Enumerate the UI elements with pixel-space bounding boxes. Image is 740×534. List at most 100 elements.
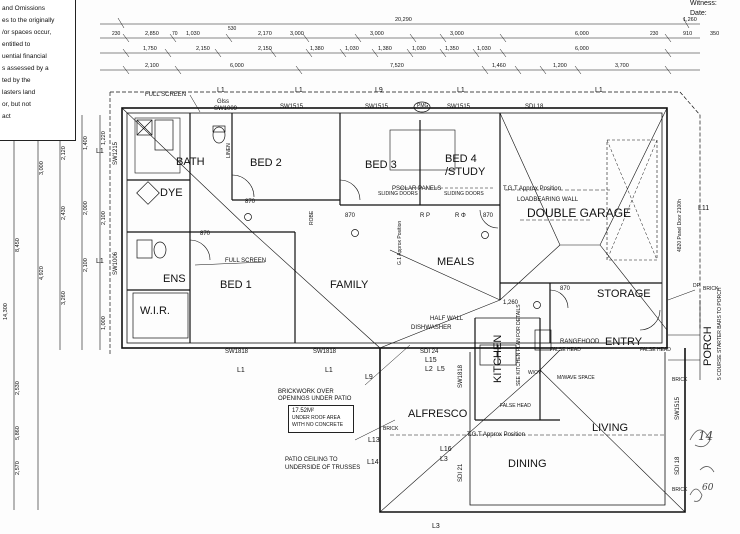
dim-text: 1,030	[477, 46, 491, 52]
room-label-bed4: BED 4	[445, 153, 477, 165]
annotation-label: M/WAVE SPACE	[557, 375, 595, 381]
annotation-label: T.G.T Approx Position	[503, 186, 561, 192]
witness-label: Witness:	[690, 0, 717, 7]
lintel-label: L9	[375, 87, 383, 94]
dim-text: 1,000	[101, 316, 107, 330]
dim-text: 2,150	[196, 46, 210, 52]
room-label-porch: PORCH	[702, 326, 714, 366]
room-label-bed3: BED 3	[365, 159, 397, 171]
door-width-label: 870	[200, 231, 211, 237]
dim-text: 2,170	[258, 31, 272, 37]
note-line: es to the originally	[2, 17, 55, 24]
annotation-label: BRICK	[672, 487, 688, 493]
dim-text: 2,850	[145, 31, 159, 37]
dim-text: 6,000	[575, 46, 589, 52]
handwritten-note: 14	[698, 429, 714, 443]
area-note: UNDER ROOF AREA	[292, 415, 341, 421]
dim-text: 6,000	[575, 31, 589, 37]
dim-text: 1,030	[186, 31, 200, 37]
window-label: Glss	[217, 99, 229, 105]
roof-area-box: 17.52M² UNDER ROOF AREA WITH NO CONCRETE	[288, 405, 354, 433]
lintel-label: L1	[295, 87, 303, 94]
annotation-label: LINEN	[226, 143, 232, 158]
annotation-label: R Φ	[455, 213, 466, 219]
annotation-label: ROBE	[309, 210, 315, 225]
window-label: SW1818	[458, 364, 464, 388]
window-label: SW1818	[225, 349, 249, 355]
lintel-label: L1	[217, 87, 225, 94]
annotation-label: W/OV	[528, 370, 542, 376]
note-line: or, but not	[2, 101, 31, 108]
room-label-meals: MEALS	[437, 256, 475, 268]
annotation-label: SEE KITCHEN PLAN FOR DETAILS	[516, 304, 522, 386]
dim-text: 7,520	[390, 63, 404, 69]
note-line: /or spaces occur,	[2, 29, 52, 36]
dim-text: 2,150	[258, 46, 272, 52]
annotation-label: PSOLAR PANELS	[392, 186, 442, 192]
dim-text: 14,300	[3, 303, 9, 320]
lintel-label: L3	[440, 456, 448, 463]
annotation-label: G.1 Approx Position	[397, 220, 403, 265]
lintel-label: L9	[365, 374, 373, 381]
overall-dimension: 20,290	[395, 17, 412, 23]
annotation-label: DISHWASHER	[411, 325, 452, 331]
handwritten-note: 60	[702, 483, 714, 493]
annotation-label: FALSE HEAD	[640, 347, 671, 353]
window-label: SW1818	[313, 349, 337, 355]
annotation-label: BRICK	[383, 426, 399, 432]
window-label: SW1006	[113, 251, 119, 275]
annotation-label: BRICKWORK OVER OPENINGS UNDER PATIO	[278, 389, 352, 402]
date-label: Date:	[690, 10, 707, 17]
room-label-kitchen: KITCHEN	[492, 334, 504, 383]
notes-box: and Omissions es to the originally /or s…	[0, 0, 76, 141]
annotation-label: BRICK	[672, 377, 688, 383]
annotation-label: FALSE HEAD	[500, 403, 531, 409]
room-label-dye: DYE	[160, 187, 183, 199]
note-line: and Omissions	[2, 5, 45, 12]
room-label-study: /STUDY	[445, 166, 486, 178]
room-label-alfresco: ALFRESCO	[408, 408, 468, 420]
note-line: entitled to	[2, 41, 31, 48]
lintel-label: L1	[237, 367, 245, 374]
right-dimension: 1,260	[683, 17, 697, 23]
dim-text: 5,860	[15, 426, 21, 440]
dim-text: 8,450	[15, 238, 21, 252]
room-label-dining: DINING	[508, 458, 547, 470]
window-label: SW1515	[447, 104, 471, 110]
lintel-label: L1	[457, 87, 465, 94]
note-line: uential financial	[2, 53, 47, 60]
lintel-label: L1	[325, 367, 333, 374]
note-line: s assessed by a	[2, 65, 49, 72]
room-label-bed1: BED 1	[220, 279, 252, 291]
annotation-label: 5 COURSE STARTER BARS TO PORCH	[717, 287, 723, 380]
dim-text: 1,380	[310, 46, 324, 52]
lintel-label: L1	[96, 148, 104, 155]
lintel-label: L2	[425, 366, 433, 373]
dim-text: 3,000	[39, 161, 45, 175]
door-width-label: 870	[245, 199, 256, 205]
window-label: SW1215	[113, 141, 119, 165]
dim-text: 1,220	[101, 131, 107, 145]
window-label: SDI 24	[420, 349, 439, 355]
dim-text: 1,380	[378, 46, 392, 52]
lintel-label: L1	[595, 87, 603, 94]
dim-text: 3,000	[450, 31, 464, 37]
dim-text: 1,350	[445, 46, 459, 52]
annotation-label: SLIDING DOORS	[378, 191, 418, 197]
dim-text: 3,000	[370, 31, 384, 37]
dim-text: 2,120	[61, 146, 67, 160]
note-line: ted by the	[2, 77, 31, 84]
dim-text: 1,030	[412, 46, 426, 52]
annotation-label: T.G.T Approx Position	[467, 432, 525, 438]
dim-text: 2,100	[145, 63, 159, 69]
window-label: SDI 18	[675, 456, 681, 475]
lintel-label: L3	[432, 523, 440, 530]
room-label-garage: DOUBLE GARAGE	[527, 206, 632, 220]
room-label-bed2: BED 2	[250, 157, 282, 169]
door-width-label: 870	[345, 213, 356, 219]
room-label-family: FAMILY	[330, 279, 369, 291]
dim-text: 350	[710, 31, 720, 37]
dim-text: 530	[228, 26, 237, 32]
lintel-label: L1	[96, 258, 104, 265]
